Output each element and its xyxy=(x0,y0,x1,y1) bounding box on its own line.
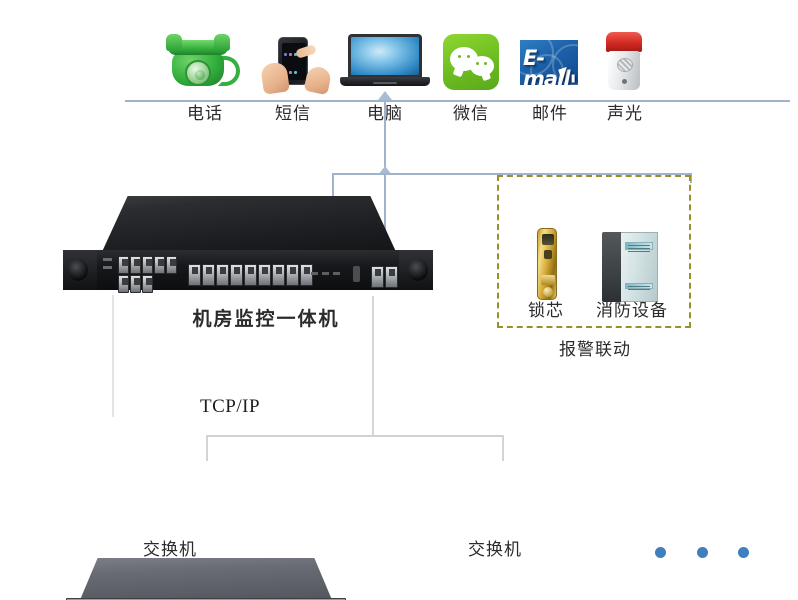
pagination-dot[interactable] xyxy=(697,547,708,558)
tcpip-protocol-label: TCP/IP xyxy=(200,396,261,417)
channel-label-telephone: 电话 xyxy=(187,104,223,124)
channel-label-sms: 短信 xyxy=(275,104,311,124)
wechat-icon xyxy=(443,34,499,90)
server-center-drop-line xyxy=(384,173,386,278)
channel-label-soundlight: 声光 xyxy=(607,104,643,124)
channel-label-email: 邮件 xyxy=(532,104,568,124)
notification-bus-line xyxy=(125,100,790,102)
door-lock-icon xyxy=(535,228,559,300)
switch-left-drop-line xyxy=(206,435,208,461)
switch-label-right: 交换机 xyxy=(468,540,522,560)
core-device-label: 机房监控一体机 xyxy=(192,308,340,330)
switch-label-left: 交换机 xyxy=(143,540,197,560)
email-icon: E-mail xyxy=(520,40,578,85)
laptop-icon xyxy=(340,34,430,92)
riser-to-bus-line xyxy=(384,100,386,175)
channel-label-wechat: 微信 xyxy=(453,104,489,124)
switch-right-drop-line xyxy=(502,435,504,461)
tcpip-riser-line xyxy=(372,296,374,436)
server-left-guide-line xyxy=(112,295,114,417)
bus-arrow-up-icon xyxy=(378,91,392,100)
pagination-dot[interactable] xyxy=(738,547,749,558)
alarm-device-label-fire: 消防设备 xyxy=(596,301,668,321)
telephone-icon xyxy=(166,32,242,92)
pagination-dot[interactable] xyxy=(655,547,666,558)
fire-equipment-icon xyxy=(602,232,658,302)
sms-phone-icon xyxy=(258,33,333,96)
alarm-box-drop-line xyxy=(690,173,692,183)
network-switch-icon xyxy=(66,558,346,600)
alarm-device-label-lock: 锁芯 xyxy=(528,301,564,321)
siren-icon xyxy=(604,32,644,90)
server-left-drop-line xyxy=(332,173,334,211)
alarm-linkage-label: 报警联动 xyxy=(559,340,631,360)
switch-distribution-line xyxy=(206,435,504,437)
distribution-bar-line xyxy=(332,173,692,175)
alarm-linkage-box xyxy=(497,175,691,328)
rack-server-icon xyxy=(63,196,433,296)
junction-arrow-up-icon xyxy=(378,166,392,175)
